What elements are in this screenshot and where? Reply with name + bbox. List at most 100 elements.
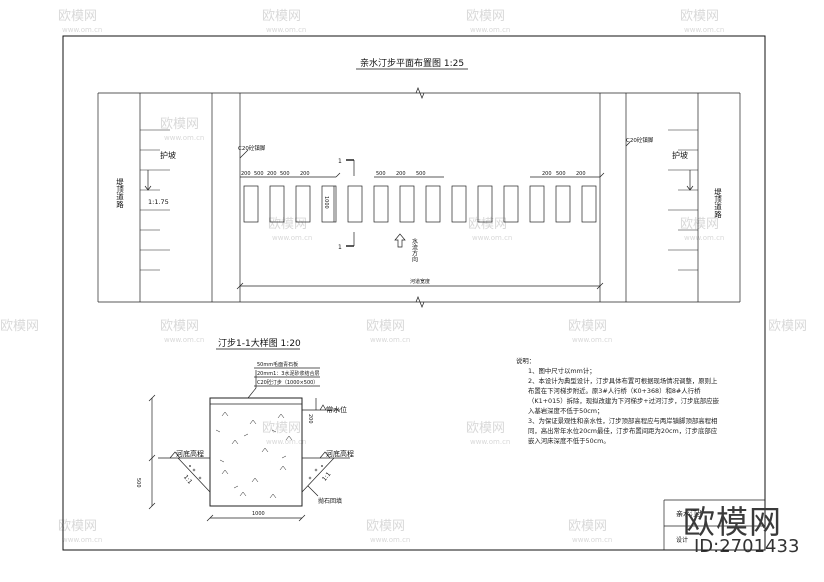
stepping-stone [503, 185, 519, 223]
svg-text:200: 200 [300, 171, 310, 177]
layer-concrete: C20砼汀步（1000×500） [257, 379, 318, 386]
svg-text:500: 500 [556, 171, 566, 177]
left-road-label: 堤顶道路 [115, 177, 124, 209]
brand-id: ID:2701433 [694, 536, 800, 557]
svg-text:200: 200 [267, 171, 277, 177]
svg-text:欧模网: 欧模网 [268, 217, 307, 232]
svg-text:欧模网: 欧模网 [568, 319, 607, 334]
stepping-stone [243, 185, 259, 223]
drawing-frame [62, 35, 766, 551]
slope-ratio-left: 1:1 [182, 474, 194, 486]
watermark: 欧模网 www.om.cn [268, 217, 312, 242]
water-level-label: 常水位 [326, 405, 347, 414]
watermark: 欧模网 www.om.cn [262, 9, 306, 34]
riverbed-right-label: 河底高程 [326, 449, 354, 458]
stepping-stone [347, 185, 363, 223]
plan-view: 亲水汀步平面布置图 1:25 [97, 57, 741, 308]
stepping-stone [399, 185, 415, 223]
svg-text:www.om.cn: www.om.cn [266, 438, 306, 446]
svg-text:500: 500 [254, 171, 264, 177]
watermark: 欧模网 www.om.cn [466, 9, 510, 34]
svg-text:www.om.cn: www.om.cn [62, 26, 102, 34]
svg-text:500: 500 [376, 171, 386, 177]
stepping-stone [477, 185, 493, 223]
slope-ratio-right: 1:1 [321, 471, 333, 483]
watermark-layer: 欧模网 www.om.cn 欧模网 www.om.cn 欧模网 www.om.cn 欧… [0, 9, 807, 544]
svg-text:欧模网: 欧模网 [466, 421, 505, 436]
svg-text:欧模网: 欧模网 [0, 319, 39, 334]
svg-text:200: 200 [576, 171, 586, 177]
watermark: 欧模网 www.om.cn [58, 9, 102, 34]
river-width-label: 河道宽度 [410, 278, 430, 285]
drawing-name: 亲水汀步 [676, 509, 704, 518]
svg-text:200: 200 [542, 171, 552, 177]
note-item: 2、本设计为典型设计，汀步具体布置可根据现场情况调整，原则上布置在下河梯步附近。… [528, 377, 719, 415]
stepping-stone [529, 185, 545, 223]
stepping-stone [555, 185, 571, 223]
detail-labels: 50mm毛面青石板 20mm1：3水泥砂浆结合层 C20砼汀步（1000×500… [135, 361, 354, 517]
designer-label: 设计 [676, 536, 688, 544]
svg-text:欧模网: 欧模网 [58, 9, 97, 24]
svg-text:500: 500 [416, 171, 426, 177]
section-detail: 汀步1-1大样图 1:20 [148, 337, 350, 522]
right-road-label: 堤顶道路 [713, 187, 722, 219]
left-slope-label: 护坡 [160, 150, 176, 160]
stepping-stone [321, 185, 337, 223]
svg-text:欧模网: 欧模网 [466, 9, 505, 24]
svg-text:www.om.cn: www.om.cn [266, 26, 306, 34]
title-block [663, 499, 765, 550]
stepping-stone [451, 185, 467, 223]
svg-text:1000: 1000 [252, 511, 265, 517]
svg-text:www.om.cn: www.om.cn [370, 536, 410, 544]
stepping-stone [295, 185, 311, 223]
svg-text:500: 500 [280, 171, 290, 177]
svg-text:www.om.cn: www.om.cn [164, 134, 204, 142]
svg-text:欧模网: 欧模网 [680, 217, 719, 232]
watermark: 欧模网 www.om.cn [466, 421, 510, 446]
layer-flagstone: 50mm毛面青石板 [257, 361, 298, 368]
stepping-stone [373, 185, 389, 223]
stone-length-dim: 1000 [323, 196, 329, 209]
svg-text:www.om.cn: www.om.cn [470, 438, 510, 446]
note-item: 1、图中尺寸以mm计； [528, 367, 596, 375]
svg-text:www.om.cn: www.om.cn [272, 234, 312, 242]
svg-text:www.om.cn: www.om.cn [470, 26, 510, 34]
stepping-stone [581, 185, 597, 223]
riprap-label: 抛石回填 [318, 497, 342, 505]
svg-text:欧模网: 欧模网 [366, 319, 405, 334]
c20-footing-left: C20砼镇脚 [238, 144, 266, 152]
svg-text:www.om.cn: www.om.cn [684, 26, 724, 34]
plan-labels: 堤顶道路 堤顶道路 护坡 护坡 1:1.75 C20砼镇脚 C20砼镇脚 200… [115, 136, 722, 285]
section-mark-bottom: 1 [338, 244, 342, 251]
svg-text:欧模网: 欧模网 [262, 9, 301, 24]
svg-text:www.om.cn: www.om.cn [472, 234, 512, 242]
watermark: 欧模网 [0, 319, 39, 334]
svg-text:www.om.cn: www.om.cn [62, 536, 102, 544]
section-mark-top: 1 [338, 158, 342, 165]
stepping-stone-section [209, 397, 303, 507]
notes-heading: 说明： [516, 357, 536, 365]
watermark: 欧模网 www.om.cn [366, 319, 410, 344]
svg-text:www.om.cn: www.om.cn [572, 536, 612, 544]
svg-text:欧模网: 欧模网 [568, 519, 607, 534]
svg-text:欧模网: 欧模网 [768, 319, 807, 334]
svg-text:200: 200 [307, 414, 313, 424]
svg-text:www.om.cn: www.om.cn [370, 336, 410, 344]
watermark: 欧模网 www.om.cn [568, 519, 612, 544]
svg-text:www.om.cn: www.om.cn [572, 336, 612, 344]
flow-direction-label: 水流方向 [411, 237, 418, 262]
watermark: 欧模网 [768, 319, 807, 334]
riverbed-left-label: 河底高程 [176, 449, 204, 458]
brand-logo-text: 欧模网 [683, 503, 783, 541]
svg-text:欧模网: 欧模网 [680, 9, 719, 24]
detail-title: 汀步1-1大样图 1:20 [218, 337, 301, 349]
svg-text:www.om.cn: www.om.cn [164, 336, 204, 344]
stepping-stone [425, 185, 441, 223]
